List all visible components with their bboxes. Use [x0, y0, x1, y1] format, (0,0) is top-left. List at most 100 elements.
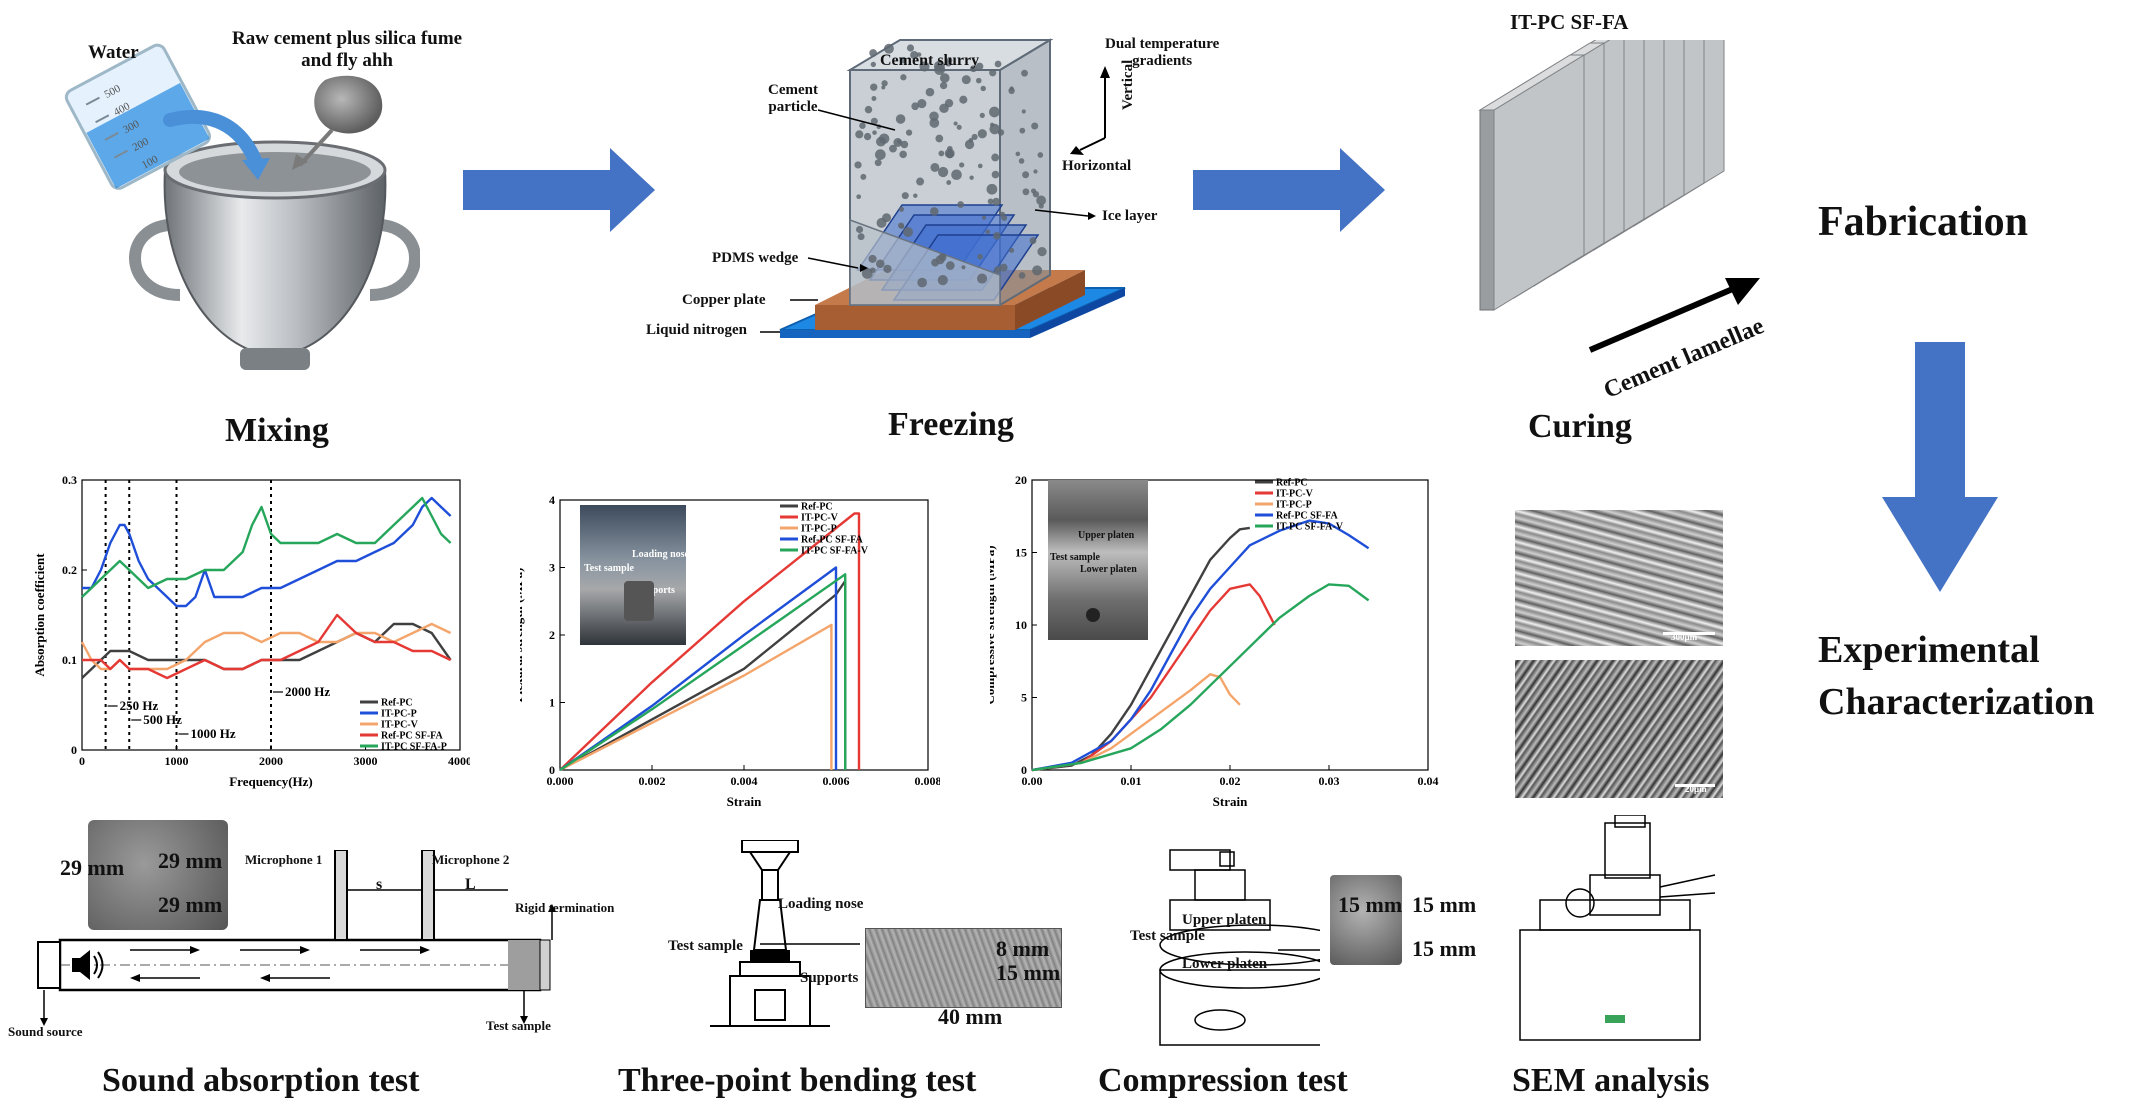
- cement-particle: [976, 273, 988, 284]
- cement-particle: [959, 95, 968, 104]
- cement-particle: [1018, 158, 1025, 164]
- series-line: [559, 566, 838, 771]
- x-tick-label: 0.03: [1319, 774, 1340, 788]
- comp-inset-lower-platen: Lower platen: [1080, 564, 1137, 575]
- legend-label: Ref-PC: [1276, 478, 1308, 489]
- cement-particle: [994, 60, 1002, 68]
- x-tick-label: 0.000: [547, 774, 574, 788]
- series-line: [1031, 673, 1241, 772]
- cement-particle: [940, 253, 946, 259]
- cement-particle: [869, 49, 878, 57]
- bowl-handle-left: [129, 218, 181, 301]
- cement-particle: [959, 162, 965, 168]
- cement-particle: [875, 259, 885, 269]
- comp-inset-test-sample: Test sample: [1050, 552, 1100, 563]
- y-tick-label: 3: [549, 561, 555, 575]
- cement-particles: [854, 43, 1047, 288]
- mic-spacing-L: L: [465, 876, 476, 893]
- x-tick-label: 0.006: [823, 774, 850, 788]
- cement-particle: [930, 162, 940, 172]
- y-tick-label: 0: [71, 743, 77, 757]
- legend-label: Ref-PC SF-FA: [381, 731, 444, 742]
- speaker-icon: [72, 950, 90, 980]
- ice-layer-label: Ice layer: [1102, 208, 1158, 224]
- cement-particle: [1031, 188, 1037, 194]
- cement-particle: [992, 197, 1001, 206]
- x-tick-label: 0.04: [1418, 774, 1439, 788]
- cement-particle: [934, 60, 945, 72]
- x-tick-label: 1000: [165, 754, 189, 768]
- bending-sample-pointer: [760, 943, 860, 945]
- cement-particle: [961, 265, 966, 270]
- x-tick-label: 0.004: [731, 774, 758, 788]
- cement-particle: [911, 102, 919, 111]
- cement-particle: [1037, 152, 1044, 158]
- raw-materials-line-1: Raw cement plus silica fume: [232, 28, 463, 49]
- cement-particle: [980, 85, 986, 92]
- cement-particle: [1009, 247, 1015, 253]
- sound-absorption-title: Sound absorption test: [102, 1062, 420, 1099]
- x-axis-label: Frequency(Hz): [229, 774, 313, 789]
- arrow-freezing-to-curing: [1193, 148, 1385, 232]
- y-tick-label: 20: [1015, 473, 1027, 487]
- lamella-top: [1478, 54, 1586, 111]
- cement-particle: [901, 192, 909, 200]
- bending-inset-photo: Loading nose Test sample Supports: [580, 505, 686, 645]
- frequency-marker-label: 250 Hz: [120, 698, 159, 713]
- freezing-illustration: [760, 38, 1126, 338]
- cement-particle: [991, 153, 1000, 162]
- legend-label: IT-PC SF-FA-V: [1276, 522, 1344, 533]
- cement-particle: [935, 134, 944, 143]
- cement-particle: [951, 169, 962, 181]
- cement-particle: [970, 65, 977, 73]
- compression-inset-photo: Upper platen Test sample Lower platen: [1048, 480, 1148, 640]
- lamellae-illustration: [1478, 40, 1760, 353]
- cement-particle: [870, 61, 876, 68]
- frequency-marker-label: 2000 Hz: [285, 684, 330, 699]
- legend-label: Ref-PC SF-FA: [1276, 511, 1339, 522]
- dual-gradients-label: Dual temperature gradients: [1105, 36, 1219, 70]
- cement-particle-line-1: Cement: [768, 82, 818, 98]
- cement-particle: [874, 159, 882, 167]
- bending-test-sample-label: Test sample: [668, 938, 743, 954]
- curing-title: Curing: [1528, 408, 1632, 445]
- cement-particle: [937, 274, 948, 286]
- supports-label: Supports: [800, 970, 859, 986]
- series-line: [82, 613, 452, 680]
- y-tick-label: 0.1: [62, 653, 77, 667]
- x-tick-label: 2000: [259, 754, 283, 768]
- series-line: [559, 573, 847, 772]
- x-tick-label: 4000: [448, 754, 470, 768]
- freezing-title: Freezing: [888, 406, 1014, 443]
- cement-particle: [1038, 203, 1044, 209]
- cement-particle: [1015, 151, 1021, 157]
- cement-particle: [906, 44, 915, 52]
- cement-particle: [874, 149, 886, 160]
- sound-dim-2: 29 mm: [158, 848, 223, 873]
- x-axis-label: Strain: [1213, 794, 1248, 809]
- cement-particle: [1036, 195, 1047, 206]
- series-line: [82, 496, 452, 608]
- cement-particle: [929, 118, 940, 128]
- water-label: Water: [88, 42, 139, 63]
- bending-dim-40mm: 40 mm: [938, 1004, 1003, 1029]
- experimental-line: Experimental: [1818, 629, 2040, 671]
- pdms-wedge: [849, 218, 1001, 306]
- cement-particle: [913, 193, 918, 198]
- cement-particle: [855, 225, 864, 234]
- liquid-nitrogen-label: Liquid nitrogen: [646, 322, 748, 338]
- microphone-2: [421, 850, 435, 941]
- y-tick-label: 10: [1015, 618, 1027, 632]
- pdms-wedge-label: PDMS wedge: [712, 250, 799, 266]
- cement-particle: [938, 150, 945, 157]
- loading-nose-label: Loading nose: [778, 896, 864, 912]
- cement-particle: [946, 150, 954, 159]
- compression-dim-3: 15 mm: [1412, 936, 1477, 961]
- cement-particle: [956, 124, 962, 130]
- cement-particle: [1022, 171, 1030, 179]
- fabrication-title: Fabrication: [1818, 199, 2028, 245]
- sem-image-low-mag: 300μm: [1515, 510, 1723, 646]
- cement-particle: [881, 80, 888, 87]
- mic2-label: Microphone 2: [432, 852, 510, 867]
